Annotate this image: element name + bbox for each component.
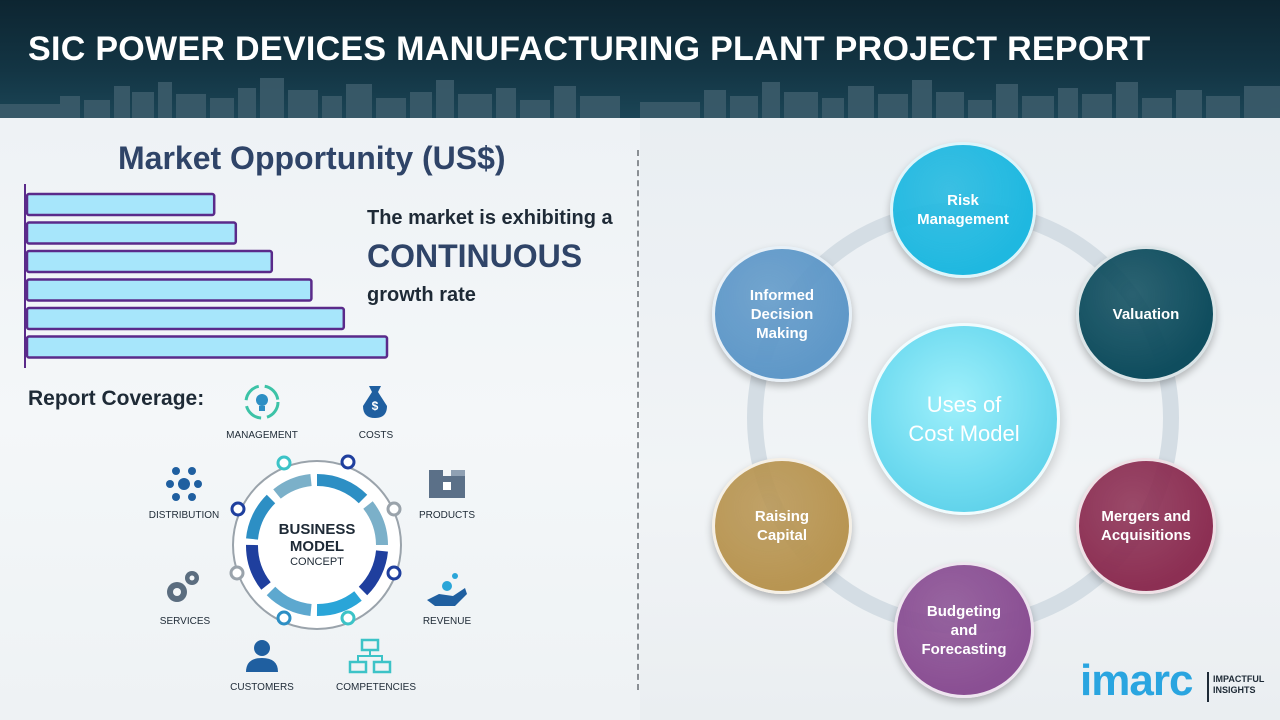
services-icon: [167, 571, 199, 602]
costs-icon: $: [363, 386, 387, 418]
cost-model-center: Uses of Cost Model: [868, 323, 1060, 515]
svg-text:$: $: [372, 399, 379, 413]
market-bar: [25, 278, 313, 302]
logo-tagline-2: INSIGHTS: [1213, 685, 1256, 695]
market-text-line-3: growth rate: [367, 284, 476, 306]
market-text-line-1: The market is exhibiting a: [367, 207, 613, 229]
logo-wordmark: imarc: [1080, 656, 1193, 705]
node-text: Decision: [750, 305, 814, 323]
market-bar: [25, 335, 389, 359]
market-bar: [25, 192, 216, 217]
coverage-label-revenue: REVENUE: [422, 616, 472, 627]
coverage-label-management: MANAGEMENT: [226, 430, 298, 441]
node-text: Making: [756, 324, 808, 342]
center-line-2: Cost Model: [908, 421, 1020, 446]
bm-center-line3: CONCEPT: [290, 556, 344, 568]
logo-tagline: IMPACTFUL INSIGHTS: [1213, 674, 1264, 696]
bm-center-line2: MODEL: [290, 538, 344, 555]
node-valuation: Valuation: [1076, 246, 1216, 382]
node-text: Risk: [947, 192, 979, 209]
segment-ring: [245, 473, 388, 617]
ring-dots: [229, 454, 402, 626]
center-line-1: Uses of: [926, 392, 1002, 417]
node-text: Mergers and: [1101, 508, 1191, 525]
city-skyline-graphic: [0, 78, 1280, 118]
market-bar: [25, 249, 274, 274]
node-text: Valuation: [1112, 305, 1180, 323]
node-text: Budgeting: [926, 602, 1002, 620]
business-model-diagram: BUSINESS MODEL CONCEPT $: [149, 378, 490, 700]
node-text: Management: [917, 211, 1009, 228]
revenue-icon: [427, 573, 467, 606]
market-text-highlight: CONTINUOUS: [367, 238, 583, 274]
node-text: Capital: [756, 527, 807, 544]
market-bar-graphic: [24, 184, 389, 368]
market-bar: [25, 221, 238, 245]
coverage-label-services: SERVICES: [159, 616, 211, 627]
management-icon: [244, 384, 280, 420]
bm-center-line1: BUSINESS: [279, 521, 356, 538]
logo-tagline-1: IMPACTFUL: [1213, 674, 1265, 684]
coverage-label-costs: COSTS: [358, 430, 394, 441]
node-text: Acquisitions: [1100, 527, 1191, 544]
coverage-label-distribution: DISTRIBUTION: [148, 510, 220, 521]
node-text: Raising: [754, 508, 810, 525]
distribution-icon: [166, 467, 202, 501]
competencies-icon: [348, 638, 392, 674]
header-banner: SIC POWER DEVICES MANUFACTURING PLANT PR…: [0, 0, 1280, 118]
logo-separator: [1207, 672, 1209, 702]
market-bar: [25, 306, 346, 331]
panel-divider: [637, 150, 639, 690]
node-text: Forecasting: [921, 640, 1007, 658]
coverage-label-customers: CUSTOMERS: [230, 682, 294, 693]
page-title: SIC POWER DEVICES MANUFACTURING PLANT PR…: [28, 30, 1151, 68]
report-coverage-title: Report Coverage:: [28, 387, 205, 410]
coverage-label-competencies: COMPETENCIES: [335, 682, 416, 693]
node-text: Informed: [749, 286, 815, 304]
coverage-label-products: PRODUCTS: [418, 510, 476, 521]
imarc-logo: imarc IMPACTFUL INSIGHTS: [1080, 656, 1270, 708]
market-opportunity-title: Market Opportunity (US$): [118, 140, 506, 176]
customers-icon: [246, 640, 278, 672]
products-icon: [429, 470, 465, 498]
node-text: and: [950, 621, 978, 639]
